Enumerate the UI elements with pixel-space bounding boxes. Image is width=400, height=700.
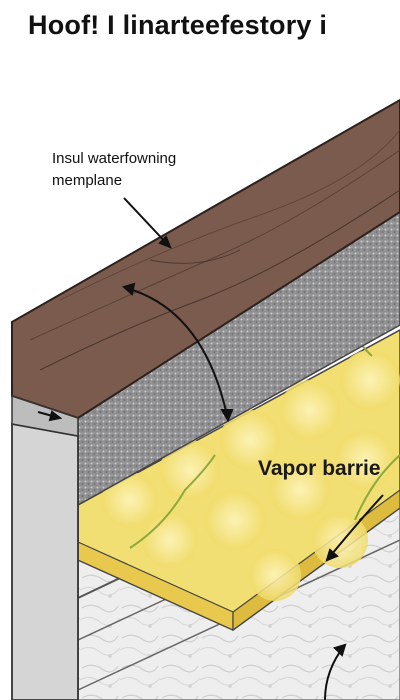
membrane-label-line1: Insul waterfowning	[52, 150, 177, 167]
annotation-arrows	[37, 197, 384, 700]
waterproofing-membrane	[11, 98, 400, 420]
membrane-label: Insul waterfowning memplane	[52, 148, 176, 192]
page-title: Hoof! I linarteefestory i	[28, 10, 328, 40]
vapor-barrier-label: Vapor barrie	[258, 457, 381, 480]
membrane-label-line2: memplane	[52, 172, 123, 189]
wall-section	[11, 394, 79, 700]
insulation-layer	[77, 329, 400, 632]
